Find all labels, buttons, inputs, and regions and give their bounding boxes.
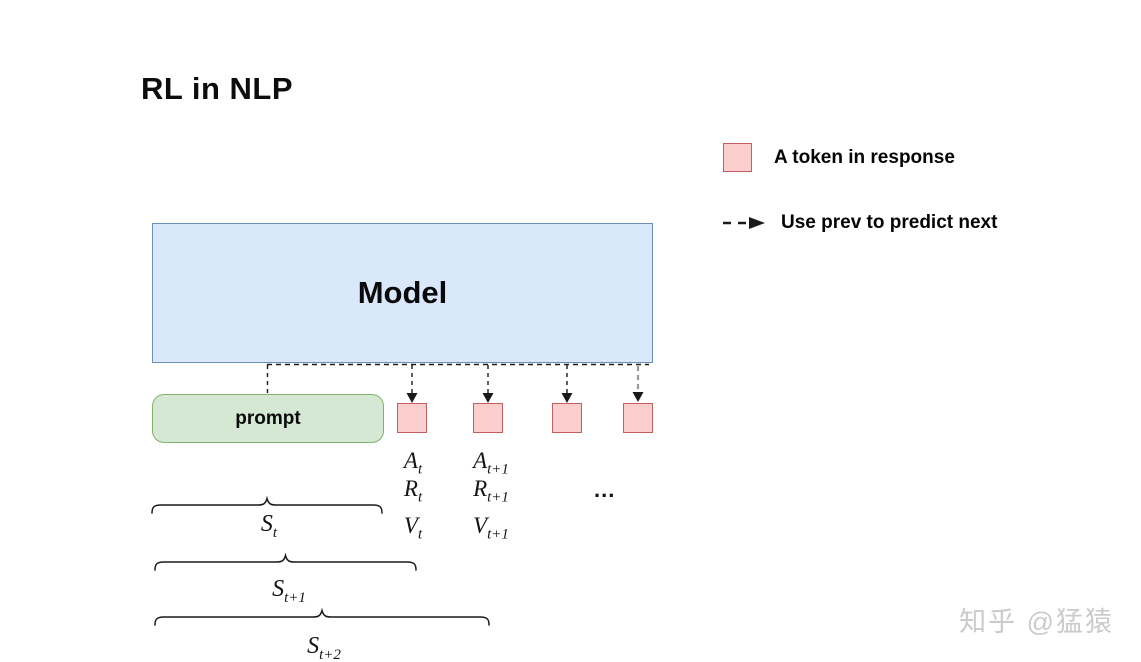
ellipsis-label: ... [594,477,616,502]
token-square [397,403,427,433]
state-brace-st1 [154,552,417,571]
value-t1-label: Vt+1 [473,513,509,543]
advantage-t-label: At [403,448,423,478]
advantage-t1-label: At+1 [473,448,509,478]
watermark-text: 知乎 @猛猿 [959,607,1114,637]
predict-arrow [482,365,494,403]
state-brace-st2 [154,607,490,626]
page-title: RL in NLP [141,71,294,106]
state-t1-label: St+1 [272,576,306,606]
reward-t1-label: Rt+1 [473,476,509,506]
prompt-box: prompt [152,394,384,443]
value-t-label: Vt [403,513,423,543]
predict-arrow [561,365,573,403]
legend-arrow-label: Use prev to predict next [781,212,998,233]
prompt-label: prompt [235,407,301,429]
legend-arrow-row: Use prev to predict next [720,212,997,234]
legend-token-row: A token in response [723,143,955,172]
model-box: Model [152,223,653,363]
dashed-arrow-icon [723,217,765,229]
token-square [552,403,582,433]
predict-arrow-gray [632,366,644,402]
state-t-label: St [260,511,278,541]
token-square [623,403,653,433]
legend-token-label: A token in response [774,146,955,168]
state-t2-label: St+2 [307,633,341,662]
model-label: Model [357,275,448,310]
reward-t-label: Rt [403,476,423,506]
token-square [473,403,503,433]
token-swatch-icon [723,143,752,172]
predict-arrow [406,365,418,403]
